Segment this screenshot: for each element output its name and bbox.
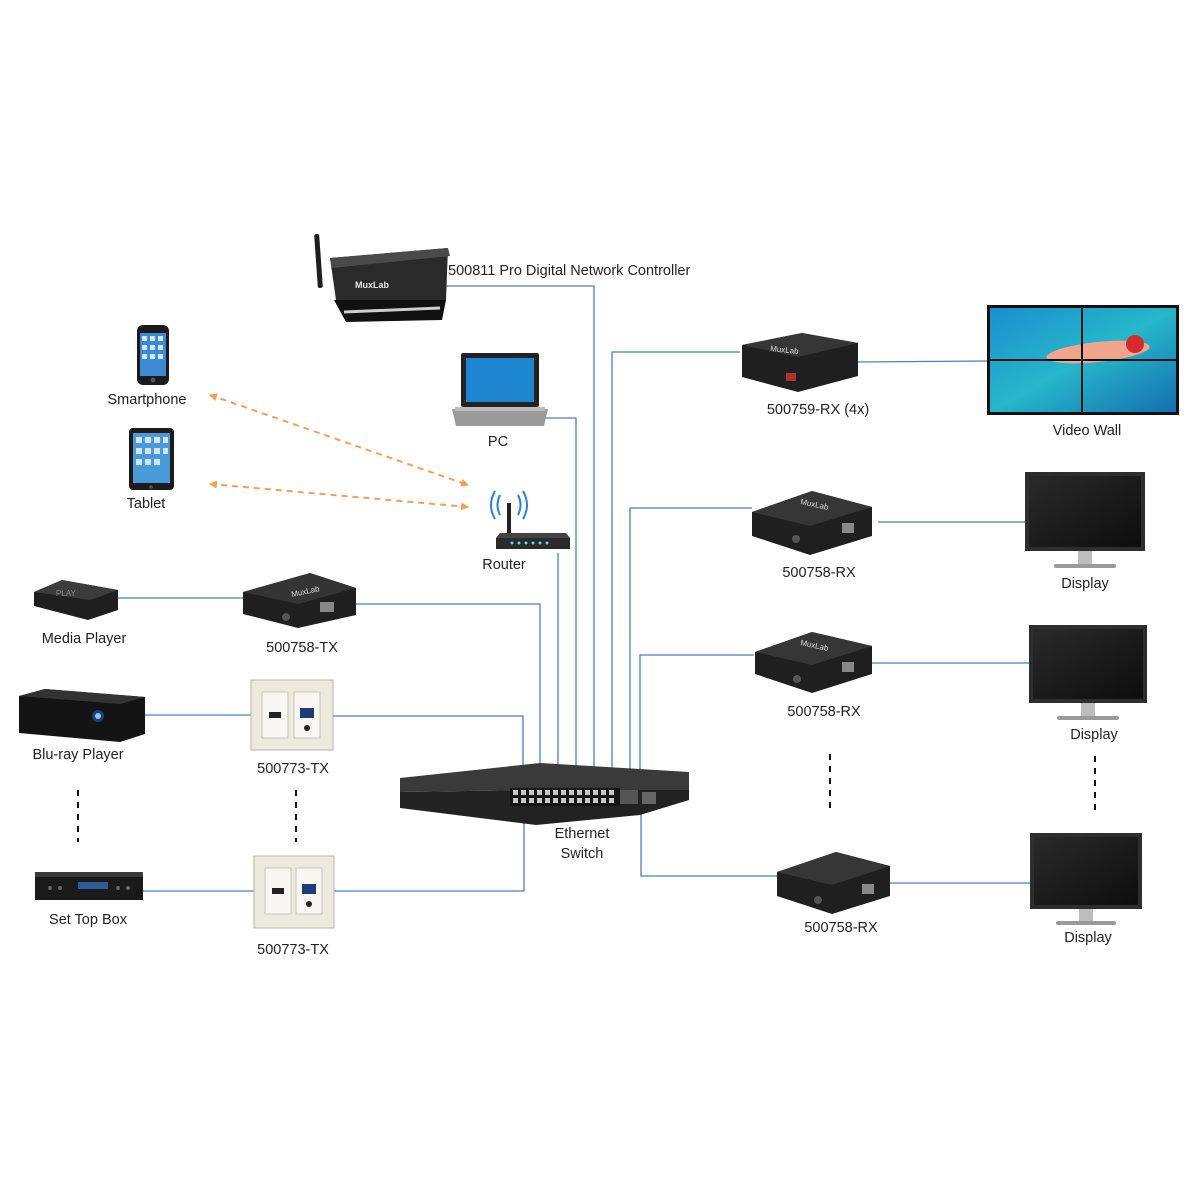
label-switch-line1: Ethernet bbox=[555, 826, 610, 842]
label-media-player: Media Player bbox=[42, 631, 127, 647]
wireless-smartphone-router bbox=[209, 393, 469, 487]
media-player: PLAY bbox=[34, 580, 118, 620]
label-video-wall: Video Wall bbox=[1053, 423, 1122, 439]
cable-tx758-switch bbox=[356, 603, 541, 792]
label-display-b: Display bbox=[1070, 727, 1118, 743]
label-rx-500758-a: 500758-RX bbox=[782, 565, 856, 581]
label-tx-500773-a: 500773-TX bbox=[257, 761, 329, 777]
svg-text:MuxLab: MuxLab bbox=[355, 280, 390, 290]
cable-tx773b-switch bbox=[334, 806, 525, 892]
wifi-router-icon bbox=[490, 490, 570, 549]
label-bluray: Blu-ray Player bbox=[32, 747, 123, 763]
video-wall-icon bbox=[987, 305, 1179, 415]
labels: 500811 Pro Digital Network Controller PC… bbox=[32, 263, 1121, 958]
label-tx-500758: 500758-TX bbox=[266, 640, 338, 656]
cable-switch-rx759 bbox=[611, 351, 740, 792]
label-pc: PC bbox=[488, 434, 508, 450]
network-controller: MuxLab bbox=[314, 233, 450, 322]
rx-500758-b: MuxLab bbox=[755, 632, 872, 693]
label-switch-line2: Switch bbox=[561, 846, 604, 862]
label-display-a: Display bbox=[1061, 576, 1109, 592]
monitor-icon-3 bbox=[1030, 833, 1142, 925]
wall-plate-icon-2 bbox=[253, 855, 335, 929]
label-rx-500759: 500759-RX (4x) bbox=[767, 402, 869, 418]
continuation-marks bbox=[77, 754, 1096, 842]
wireless-tablet-router bbox=[209, 480, 469, 511]
label-set-top-box: Set Top Box bbox=[49, 912, 128, 928]
wall-plate-icon bbox=[250, 679, 334, 751]
label-display-c: Display bbox=[1064, 930, 1112, 946]
label-rx-500758-c: 500758-RX bbox=[804, 920, 878, 936]
monitor-icon-2 bbox=[1029, 625, 1147, 720]
label-controller: 500811 Pro Digital Network Controller bbox=[448, 263, 690, 279]
label-rx-500758-b: 500758-RX bbox=[787, 704, 861, 720]
cable-switch-rx758b bbox=[639, 654, 754, 792]
monitor-icon bbox=[1025, 472, 1145, 568]
label-smartphone: Smartphone bbox=[108, 392, 187, 408]
rx-500758-c bbox=[777, 852, 890, 914]
rx-500758-a: MuxLab bbox=[752, 491, 872, 555]
network-switch-icon bbox=[400, 763, 689, 825]
cable-pc-switch bbox=[545, 417, 577, 792]
label-tx-500773-b: 500773-TX bbox=[257, 942, 329, 958]
bluray-player bbox=[19, 689, 145, 742]
rx-500759: MuxLab bbox=[742, 333, 858, 392]
cable-rx759-videowall bbox=[856, 360, 988, 363]
label-router: Router bbox=[482, 557, 526, 573]
smartphone-icon bbox=[137, 325, 169, 385]
cable-switch-rx758c bbox=[640, 806, 777, 877]
wireless-links bbox=[209, 393, 469, 511]
label-tablet: Tablet bbox=[127, 496, 166, 512]
cable-switch-rx758a bbox=[629, 507, 752, 792]
tablet-icon bbox=[129, 428, 174, 490]
svg-text:PLAY: PLAY bbox=[56, 589, 77, 598]
cable-controller-switch bbox=[440, 285, 595, 792]
cables bbox=[116, 285, 1030, 892]
set-top-box bbox=[35, 872, 143, 900]
svg-text:MuxLab: MuxLab bbox=[770, 344, 800, 356]
tx-500758: MuxLab bbox=[243, 573, 356, 628]
laptop-icon bbox=[452, 353, 548, 426]
